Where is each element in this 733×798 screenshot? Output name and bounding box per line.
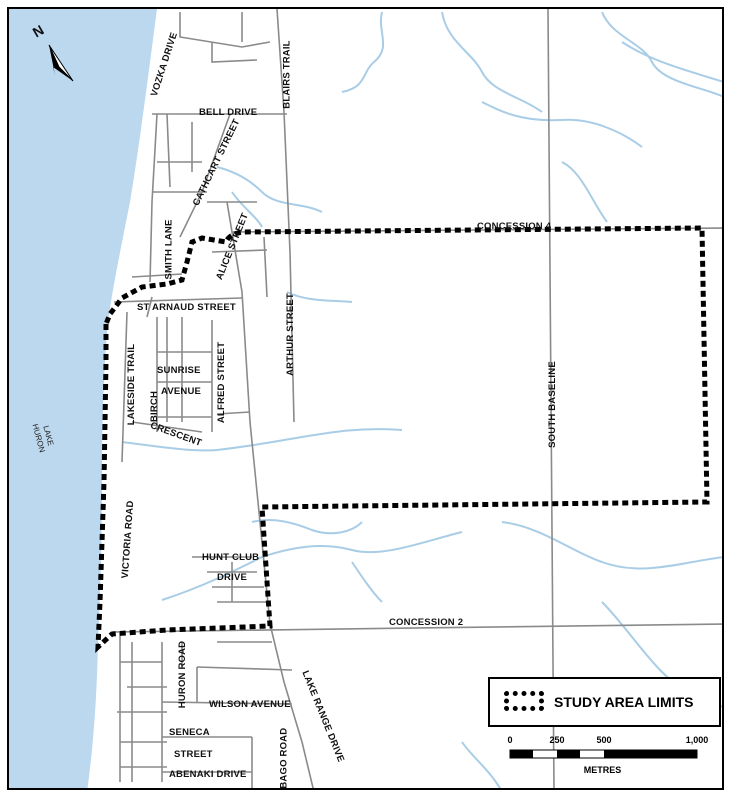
scale-bar-graphic <box>509 749 698 759</box>
road-label-arthur: ARTHUR STREET <box>284 293 296 376</box>
road-label-drive: DRIVE <box>217 572 248 583</box>
streams <box>121 11 722 788</box>
study-area-boundary <box>95 225 710 653</box>
scale-tick-0: 0 <box>507 735 513 745</box>
scale-tick-250: 250 <box>549 735 565 745</box>
road-label-hunt-club: HUNT CLUB <box>202 552 260 563</box>
road-label-south-baseline: SOUTH BASELINE <box>546 361 558 448</box>
road-label-smith: SMITH LANE <box>163 219 175 280</box>
road-label-seneca: SENECA <box>169 727 210 738</box>
road-label-huron: HURON ROAD <box>177 640 189 709</box>
road-label-concession4: CONCESSION 4 <box>477 221 552 232</box>
road-label-avenue: AVENUE <box>161 386 202 397</box>
legend: STUDY AREA LIMITS <box>488 677 721 727</box>
roads <box>111 9 722 788</box>
scale-bar: 0 250 500 1,000 METRES <box>505 735 708 780</box>
road-label-bell: BELL DRIVE <box>199 107 258 118</box>
lake-huron-water <box>9 9 157 788</box>
scale-units: METRES <box>583 765 622 775</box>
road-label-concession2: CONCESSION 2 <box>389 617 464 628</box>
map-frame: N LAKE HURON VOZKA DRIVE BLAIRS TRAIL BE… <box>7 7 724 790</box>
road-label-sunrise: SUNRISE <box>157 365 201 376</box>
road-label-street: STREET <box>174 749 213 760</box>
road-label-st-arnaud: ST ARNAUD STREET <box>137 302 236 313</box>
road-label-abenaki: ABENAKI DRIVE <box>169 769 247 780</box>
scale-tick-1000: 1,000 <box>685 735 709 745</box>
study-area-swatch <box>504 691 544 711</box>
road-label-alfred: ALFRED STREET <box>216 341 228 424</box>
road-label-wilson: WILSON AVENUE <box>209 699 291 710</box>
road-label-winnebago: WINNEBAGO ROAD <box>278 727 290 790</box>
north-arrow: N <box>29 21 79 88</box>
scale-tick-500: 500 <box>596 735 612 745</box>
road-label-birch: BIRCH <box>149 390 161 423</box>
map-canvas <box>9 9 722 788</box>
road-label-lakeside: LAKESIDE TRAIL <box>126 343 138 426</box>
road-label-blairs: BLAIRS TRAIL <box>281 40 293 109</box>
legend-label: STUDY AREA LIMITS <box>554 694 694 710</box>
